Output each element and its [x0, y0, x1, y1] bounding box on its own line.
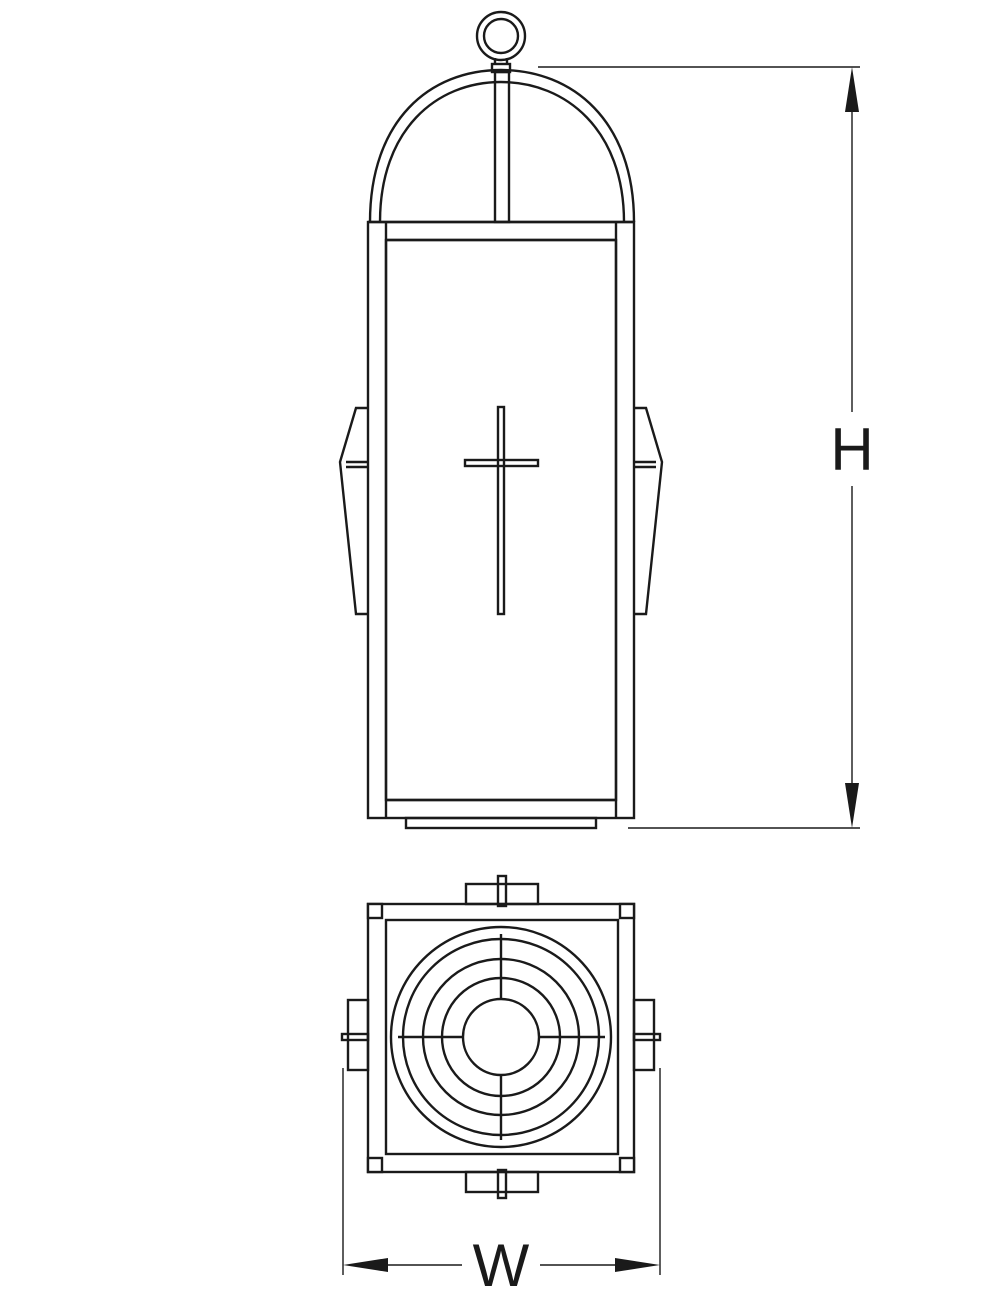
- height-label: H: [830, 416, 873, 483]
- plan-tab-right: [632, 998, 662, 1072]
- height-arrow-bottom: [845, 783, 859, 828]
- plan-view: [340, 874, 662, 1200]
- front-elevation: [338, 10, 664, 830]
- width-arrow-left: [343, 1258, 388, 1272]
- plan-tab-left: [340, 998, 370, 1072]
- arch-frame: [368, 68, 636, 224]
- width-dimension: W: [342, 1068, 661, 1294]
- right-side-bracket: [634, 406, 664, 616]
- plan-tab-top: [464, 874, 540, 908]
- lantern-body: [366, 220, 636, 830]
- cross-ornament: [463, 405, 540, 616]
- plan-concentric-rings: [389, 925, 613, 1149]
- hanging-ring: [475, 10, 527, 74]
- plan-frame: [366, 902, 636, 1174]
- height-dimension: H: [538, 66, 874, 829]
- left-side-bracket: [338, 406, 368, 616]
- width-arrow-right: [615, 1258, 660, 1272]
- height-arrow-top: [845, 67, 859, 112]
- plan-tab-bottom: [464, 1168, 540, 1200]
- width-label: W: [473, 1232, 530, 1294]
